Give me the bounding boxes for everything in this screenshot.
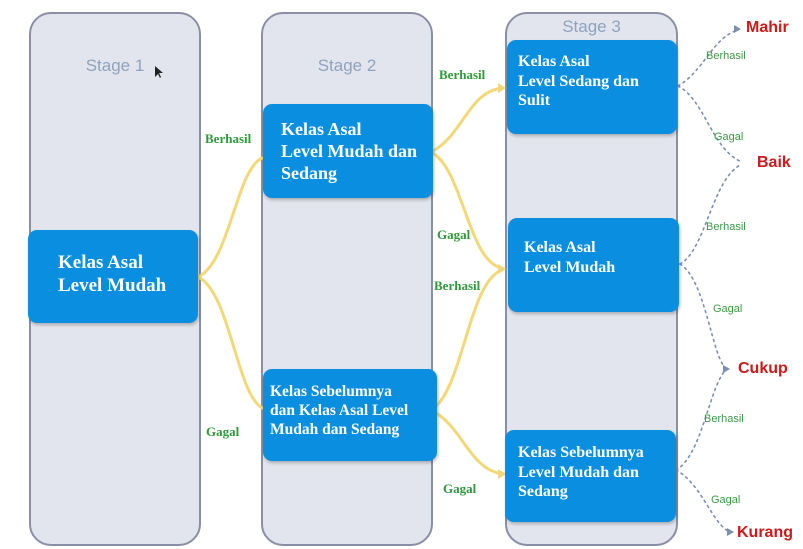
box-stage-1-line-1: Kelas Asal bbox=[58, 252, 143, 273]
arrowhead-s3-middle bbox=[498, 264, 506, 274]
outcome-label-middle-gagal: Gagal bbox=[713, 303, 743, 315]
dotted-top-to-mahir bbox=[677, 29, 739, 87]
result-cukup: Cukup bbox=[738, 360, 788, 377]
box-stage-2-bottom: Kelas Sebelumnya dan Kelas Asal Level Mu… bbox=[263, 369, 437, 461]
arrowhead-s3-top bbox=[498, 83, 506, 93]
stage-2-label: Stage 2 bbox=[317, 56, 377, 75]
box-stage-3-top-line-3: Sulit bbox=[518, 92, 551, 110]
edge-label-s2top-berhasil: Berhasil bbox=[439, 67, 486, 82]
result-baik: Baik bbox=[757, 154, 791, 171]
box-stage-3-top: Kelas Asal Level Sedang dan Sulit bbox=[507, 40, 677, 134]
dotted-top-to-baik bbox=[677, 85, 743, 163]
arrowhead-kurang bbox=[727, 528, 734, 536]
box-stage-2-top: Kelas Asal Level Mudah dan Sedang bbox=[263, 104, 433, 198]
box-stage-3-top-line-2: Level Sedang dan bbox=[518, 72, 639, 90]
box-stage-3-bottom-line-3: Sedang bbox=[518, 483, 568, 501]
outcome-label-top-gagal: Gagal bbox=[714, 131, 744, 143]
dotted-middle-to-baik bbox=[679, 163, 743, 265]
connector-s2-top-to-s3-middle bbox=[429, 150, 504, 270]
edge-label-s1-gagal: Gagal bbox=[206, 424, 240, 439]
arrowhead-mahir bbox=[734, 25, 741, 33]
outcome-label-top-berhasil: Berhasil bbox=[706, 50, 746, 62]
edge-label-s1-berhasil: Berhasil bbox=[205, 131, 252, 146]
outcome-label-middle-berhasil: Berhasil bbox=[706, 221, 746, 233]
box-stage-2-bottom-line-2: dan Kelas Asal Level bbox=[270, 401, 409, 419]
box-stage-3-bottom-line-1: Kelas Sebelumnya bbox=[518, 444, 644, 461]
arrowhead-s3-bottom bbox=[498, 469, 506, 479]
box-stage-2-top-line-3: Sedang bbox=[281, 162, 338, 183]
box-stage-3-middle-line-2: Level Mudah bbox=[524, 258, 616, 276]
result-kurang: Kurang bbox=[737, 524, 793, 541]
arrowhead-cukup bbox=[723, 365, 730, 373]
stage-3-label: Stage 3 bbox=[562, 17, 621, 36]
connector-s2-bottom-to-s3-bottom bbox=[429, 408, 504, 476]
box-stage-1: Kelas Asal Level Mudah bbox=[28, 230, 198, 323]
edge-label-s2top-gagal: Gagal bbox=[437, 227, 471, 242]
box-stage-2-bottom-line-1: Kelas Sebelumnya bbox=[270, 383, 392, 400]
result-mahir: Mahir bbox=[746, 19, 789, 36]
connector-s1-to-s2-top bbox=[196, 156, 264, 279]
connector-s2-bottom-to-s3-middle bbox=[429, 268, 504, 412]
box-stage-1-line-2: Level Mudah bbox=[58, 275, 167, 297]
box-stage-2-top-line-1: Kelas Asal bbox=[281, 119, 362, 139]
connector-s1-to-s2-bottom bbox=[196, 275, 264, 410]
box-stage-3-bottom: Kelas Sebelumnya Level Mudah dan Sedang bbox=[505, 430, 676, 522]
box-stage-2-top-line-2: Level Mudah dan bbox=[281, 140, 418, 161]
edge-label-s2bottom-gagal: Gagal bbox=[443, 481, 477, 496]
edge-label-s2bottom-berhasil: Berhasil bbox=[434, 278, 481, 293]
box-stage-2-bottom-line-3: Mudah dan Sedang bbox=[270, 420, 400, 438]
box-stage-3-bottom-line-2: Level Mudah dan bbox=[518, 463, 639, 481]
box-stage-3-top-line-1: Kelas Asal bbox=[518, 53, 590, 70]
stage-1-label: Stage 1 bbox=[85, 56, 145, 75]
outcome-label-bottom-gagal: Gagal bbox=[711, 494, 741, 506]
dotted-middle-to-cukup bbox=[679, 263, 727, 369]
outcome-label-bottom-berhasil: Berhasil bbox=[704, 413, 744, 425]
box-stage-3-middle-line-1: Kelas Asal bbox=[524, 239, 596, 256]
connector-s2-top-to-s3-top bbox=[429, 86, 504, 154]
box-stage-3-middle: Kelas Asal Level Mudah bbox=[508, 218, 679, 312]
